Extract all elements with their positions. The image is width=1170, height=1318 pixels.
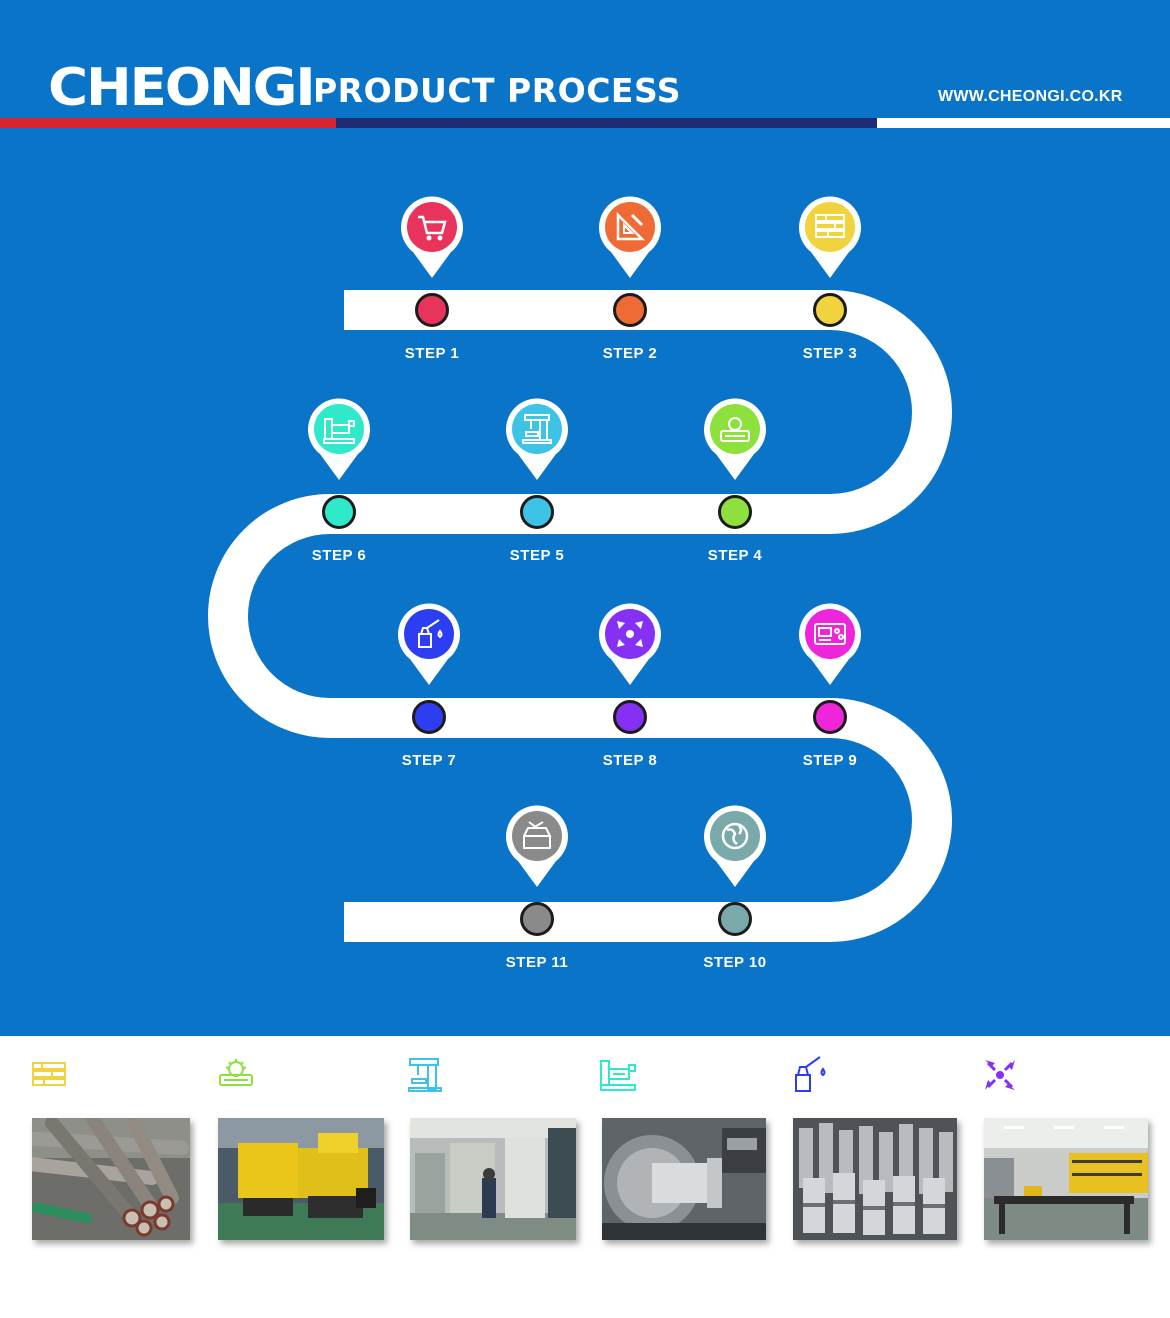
step-7-label: STEP 7	[401, 752, 457, 769]
brand-logo[interactable]: CHEONGI	[48, 58, 316, 118]
milling-machine-icon	[406, 1055, 446, 1095]
header-stripe-red	[0, 118, 336, 128]
saw-cutting-icon	[216, 1055, 256, 1095]
step-6-label: STEP 6	[311, 547, 367, 564]
assembly-arrows-icon	[980, 1055, 1020, 1095]
step-11-marker[interactable]	[502, 801, 572, 891]
header-stripe-white	[877, 118, 1170, 128]
step-5-label: STEP 5	[509, 547, 565, 564]
assembly-workshop-photo	[984, 1118, 1148, 1240]
steel-rods-photo	[32, 1118, 190, 1240]
step-3-marker[interactable]	[795, 192, 865, 282]
shopping-cart-icon	[418, 215, 447, 241]
oil-spray-icon	[418, 619, 443, 648]
step-7-marker[interactable]	[394, 599, 464, 689]
step-11-dot[interactable]	[520, 902, 554, 936]
step-6-marker[interactable]	[304, 394, 374, 484]
step-4-dot[interactable]	[718, 495, 752, 529]
step-11-label: STEP 11	[505, 954, 569, 971]
oil-spray-icon	[790, 1055, 830, 1095]
step-10-marker[interactable]	[700, 801, 770, 891]
step-2-label: STEP 2	[602, 345, 658, 362]
step-2-marker[interactable]	[595, 192, 665, 282]
milling-machine-icon	[522, 414, 552, 444]
drafting-tools-icon	[616, 211, 646, 241]
step-9-marker[interactable]	[795, 599, 865, 689]
step-3-dot[interactable]	[813, 293, 847, 327]
website-link[interactable]: WWW.CHEONGI.CO.KR	[938, 88, 1123, 105]
globe-delivery-icon	[721, 822, 749, 850]
page-title: PRODUCT PROCESS	[313, 71, 682, 110]
packaging-box-icon	[523, 821, 551, 849]
step-10-dot[interactable]	[718, 902, 752, 936]
step-4-marker[interactable]	[700, 394, 770, 484]
step-3-label: STEP 3	[802, 345, 858, 362]
step-5-dot[interactable]	[520, 495, 554, 529]
step-1-label: STEP 1	[404, 345, 460, 362]
machined-parts-photo	[793, 1118, 957, 1240]
process-road	[208, 290, 952, 942]
step-5-marker[interactable]	[502, 394, 572, 484]
step-7-dot[interactable]	[412, 700, 446, 734]
steel-bars-icon	[30, 1055, 70, 1095]
lathe-spindle-photo	[602, 1118, 766, 1240]
step-8-dot[interactable]	[613, 700, 647, 734]
step-9-label: STEP 9	[802, 752, 858, 769]
step-2-dot[interactable]	[613, 293, 647, 327]
header-stripe-navy	[336, 118, 877, 128]
step-10-label: STEP 10	[703, 954, 767, 971]
step-8-label: STEP 8	[602, 752, 658, 769]
saw-cutting-icon	[720, 417, 750, 442]
step-6-dot[interactable]	[322, 495, 356, 529]
steel-bars-icon	[815, 214, 845, 238]
step-1-dot[interactable]	[415, 293, 449, 327]
lathe-machine-icon	[323, 418, 355, 444]
lathe-machine-icon	[598, 1055, 638, 1095]
control-panel-icon	[814, 623, 846, 645]
step-1-marker[interactable]	[397, 192, 467, 282]
factory-floor-photo	[410, 1118, 576, 1240]
step-4-label: STEP 4	[707, 547, 763, 564]
assembly-arrows-icon	[617, 621, 643, 647]
step-9-dot[interactable]	[813, 700, 847, 734]
step-8-marker[interactable]	[595, 599, 665, 689]
band-saw-photo	[218, 1118, 384, 1240]
